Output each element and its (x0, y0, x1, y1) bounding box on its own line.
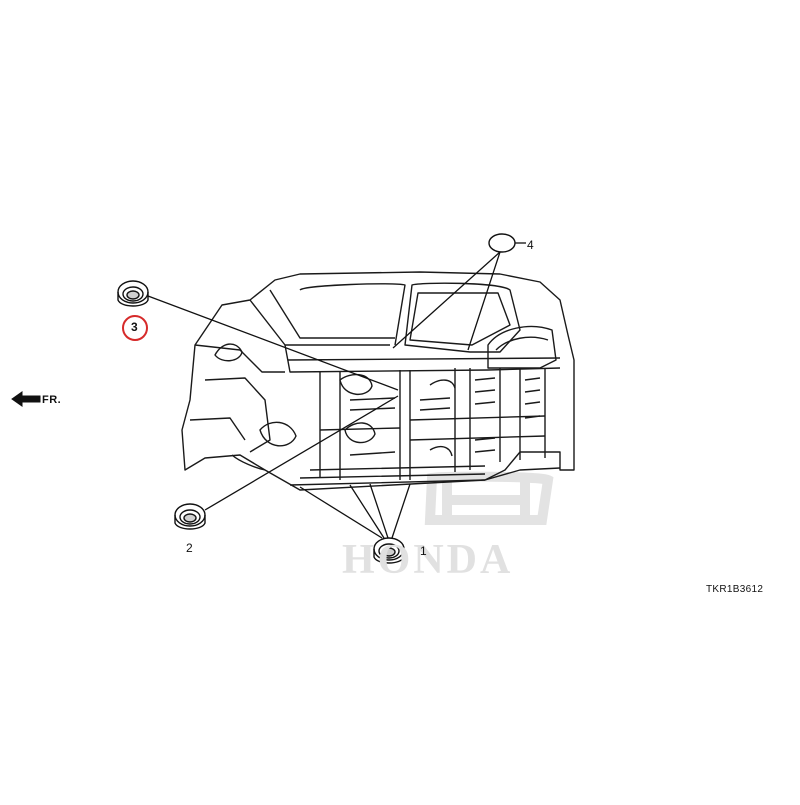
grommet-2-icon[interactable] (174, 503, 206, 530)
diagram-code: TKR1B3612 (706, 584, 764, 595)
leader-line-1c (369, 483, 389, 539)
callout-label-2[interactable]: 2 (186, 541, 193, 555)
callout-label-3[interactable]: 3 (131, 320, 138, 334)
front-indicator-label: FR. (42, 394, 62, 406)
callout-label-1[interactable]: 1 (420, 544, 427, 558)
honda-watermark-text: HONDA (342, 537, 514, 583)
leader-line-1b (349, 484, 385, 539)
leader-line-3 (147, 295, 399, 391)
callout-label-4[interactable]: 4 (527, 238, 534, 252)
honda-logo-watermark (424, 471, 554, 525)
leader-line-4b (467, 251, 501, 351)
leader-lines (147, 242, 526, 539)
grommet-1-icon[interactable] (373, 537, 405, 564)
arrow-left-icon (11, 391, 41, 407)
grommet-3-icon[interactable] (117, 280, 149, 307)
leader-line-2 (204, 395, 399, 511)
leader-line-1d (391, 483, 411, 539)
car-body (181, 271, 575, 491)
grommet-4-icon[interactable] (488, 233, 516, 253)
leader-line-1a (299, 486, 383, 539)
leader-line-4a (392, 251, 501, 349)
highlight-ring-3 (122, 315, 148, 341)
